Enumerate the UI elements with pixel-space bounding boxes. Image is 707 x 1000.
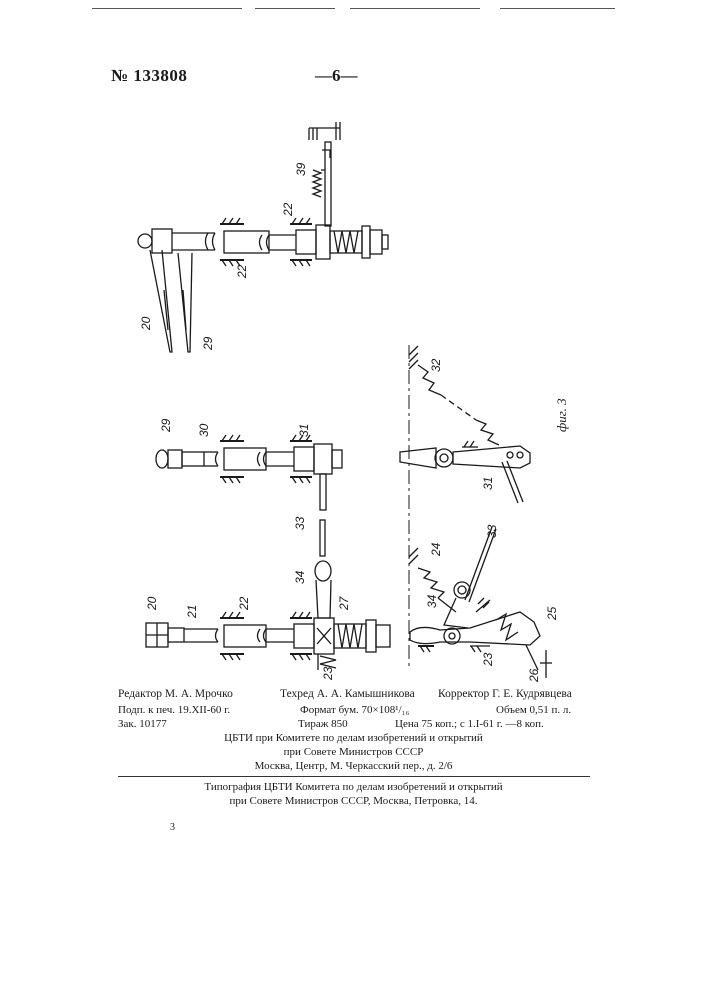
label-23b: 23 bbox=[481, 652, 495, 667]
order-line: Зак. 10177 bbox=[118, 718, 167, 730]
imprint-separator bbox=[118, 776, 590, 777]
label-29a: 29 bbox=[201, 336, 215, 351]
top-assembly bbox=[138, 122, 388, 352]
label-20a: 20 bbox=[139, 316, 153, 331]
label-33b: 33 bbox=[485, 524, 499, 538]
footnote-number: 3 bbox=[170, 822, 175, 833]
volume-line: Объем 0,51 п. л. bbox=[496, 704, 571, 716]
techred-line: Техред А. А. Камышникова bbox=[280, 688, 415, 700]
figure-labels: 39 22 22 20 29 29 30 31 32 31 33 34 24 3… bbox=[139, 162, 569, 683]
label-34a: 34 bbox=[293, 570, 307, 584]
label-25: 25 bbox=[545, 606, 559, 621]
label-20b: 20 bbox=[145, 596, 159, 611]
technical-drawing: 39 22 22 20 29 29 30 31 32 31 33 34 24 3… bbox=[0, 0, 707, 700]
label-26: 26 bbox=[527, 668, 541, 683]
label-32: 32 bbox=[429, 358, 443, 372]
label-33a: 33 bbox=[293, 516, 307, 530]
label-31a: 31 bbox=[297, 424, 311, 437]
label-31b: 31 bbox=[481, 477, 495, 490]
label-24: 24 bbox=[429, 542, 443, 557]
bottom-assembly bbox=[146, 612, 390, 670]
publisher-line-2: при Совете Министров СССР bbox=[0, 746, 707, 758]
label-29b: 29 bbox=[159, 418, 173, 433]
label-23a: 23 bbox=[321, 666, 335, 681]
publisher-line-1: ЦБТИ при Комитете по делам изобретений и… bbox=[0, 732, 707, 744]
price-line: Цена 75 коп.; с 1.I-61 г. —8 коп. bbox=[395, 718, 544, 730]
right-views bbox=[400, 345, 552, 678]
label-22b: 22 bbox=[235, 264, 249, 279]
label-22a: 22 bbox=[281, 202, 295, 217]
circulation-line: Тираж 850 bbox=[298, 718, 348, 730]
corrector-line: Корректор Г. Е. Кудрявцева bbox=[438, 688, 572, 700]
format-line: Формат бум. 70×108¹/₁₆ bbox=[300, 704, 409, 716]
editor-line: Редактор М. А. Мрочко bbox=[118, 688, 233, 700]
label-27: 27 bbox=[337, 595, 351, 611]
label-21: 21 bbox=[185, 605, 199, 619]
link-assembly bbox=[315, 520, 331, 618]
publisher-line-3: Москва, Центр, М. Черкасский пер., д. 2/… bbox=[0, 760, 707, 772]
label-39: 39 bbox=[294, 162, 308, 176]
printer-line-2: при Совете Министров СССР, Москва, Петро… bbox=[0, 795, 707, 807]
middle-assembly bbox=[156, 435, 342, 510]
label-22c: 22 bbox=[237, 596, 251, 611]
figure-caption: фиг. 3 bbox=[554, 398, 569, 432]
signed-line: Подп. к печ. 19.XII-60 г. bbox=[118, 704, 230, 716]
label-34b: 34 bbox=[425, 594, 439, 608]
printer-line-1: Типография ЦБТИ Комитета по делам изобре… bbox=[0, 781, 707, 793]
label-30: 30 bbox=[197, 423, 211, 437]
